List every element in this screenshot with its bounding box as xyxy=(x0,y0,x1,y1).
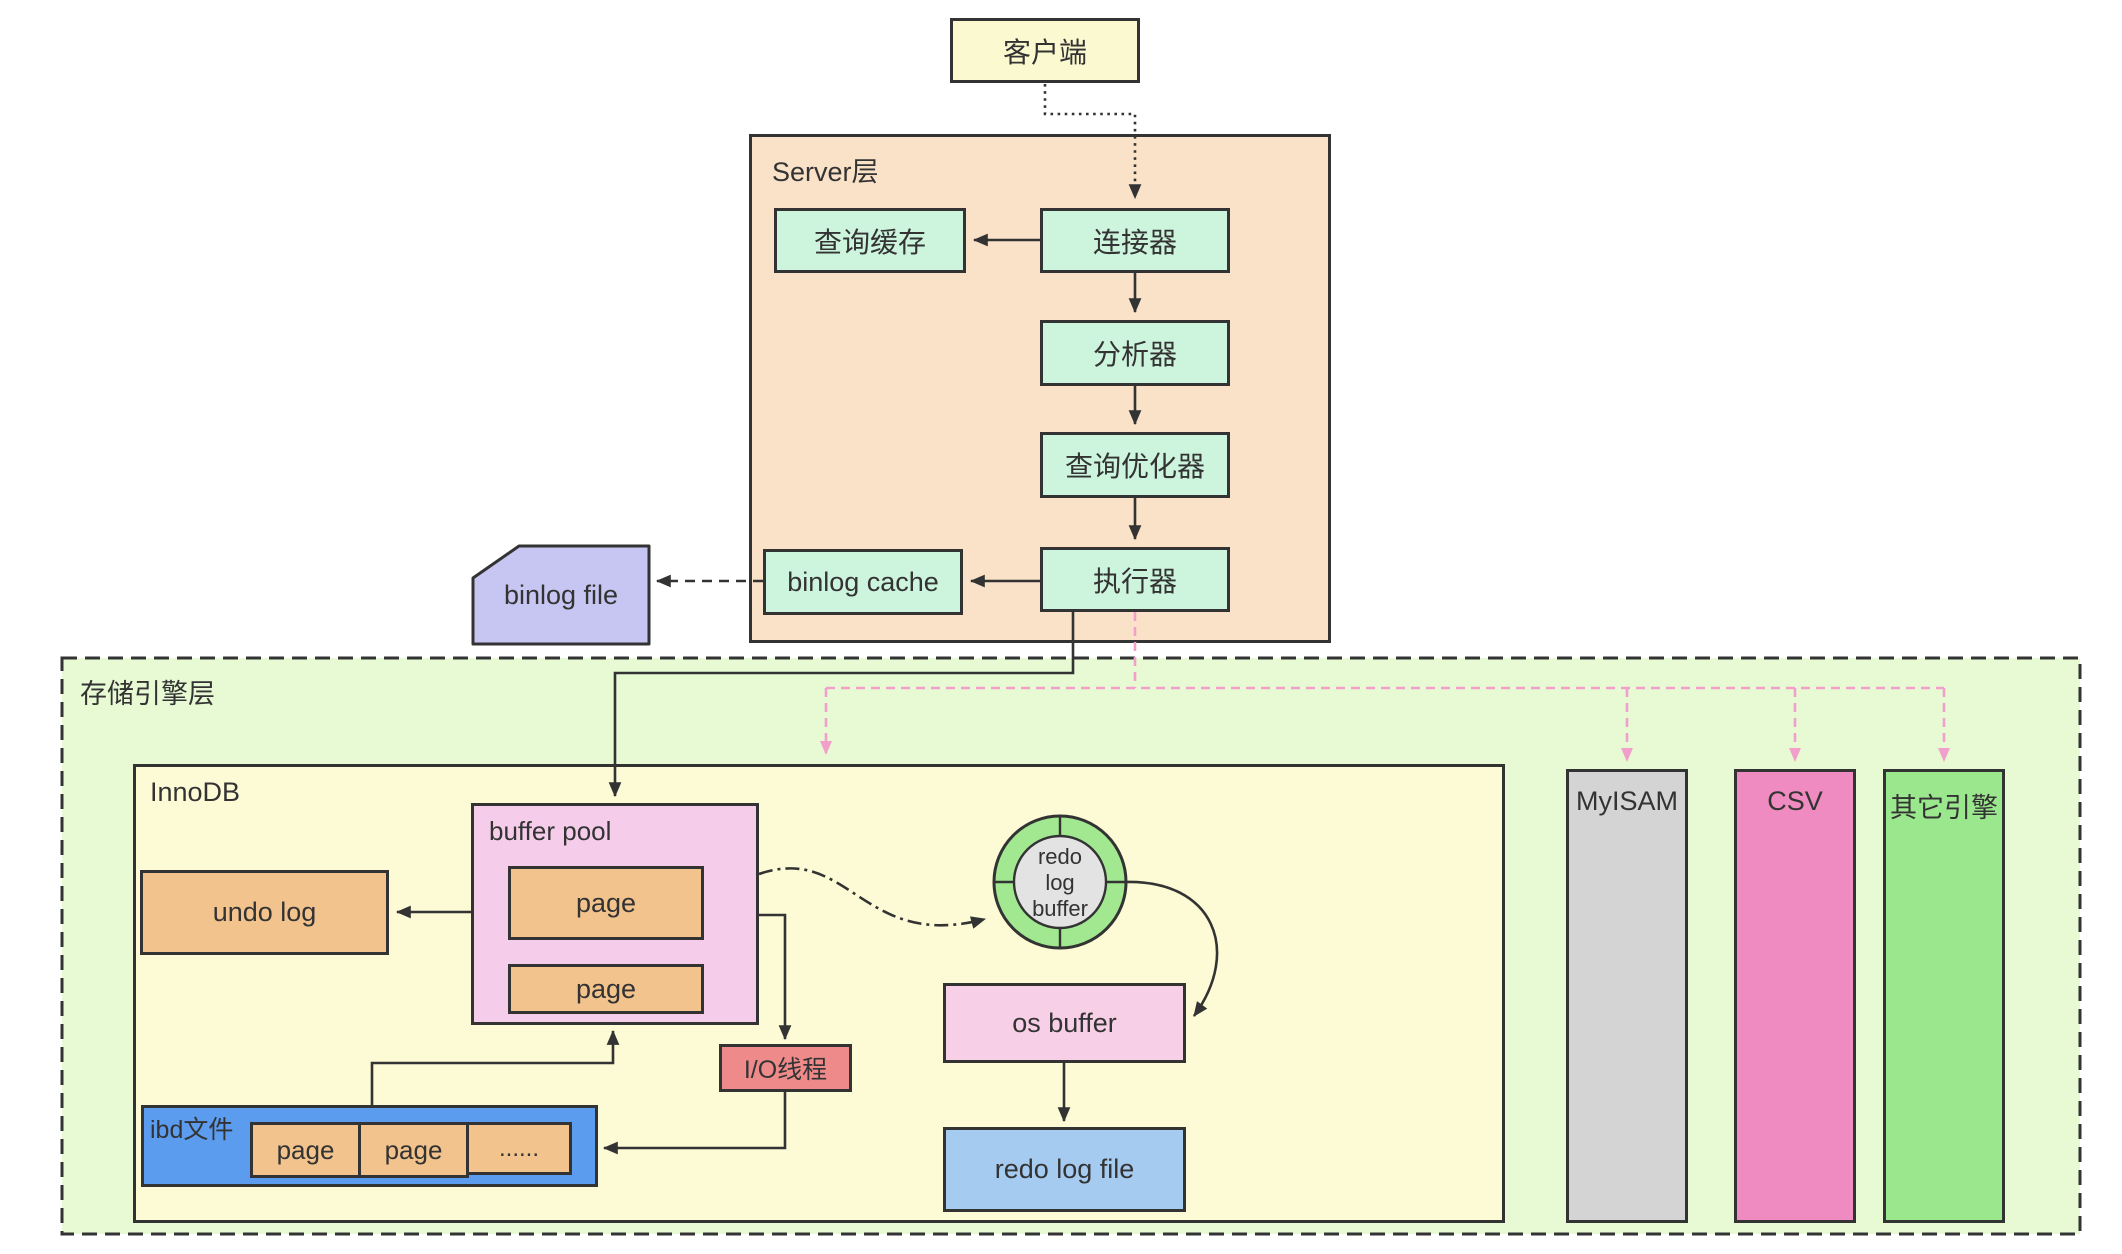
buffer-pool-page-2: page xyxy=(508,964,704,1014)
ibd-page-2: page xyxy=(358,1122,469,1178)
page-ellipsis-label: ...... xyxy=(498,1134,539,1162)
ibd-file-title: ibd文件 xyxy=(150,1116,234,1144)
redo-log-file-box: redo log file xyxy=(943,1127,1186,1212)
os-buffer-label: os buffer xyxy=(1012,1007,1117,1038)
engine-column-myisam: MyISAM xyxy=(1566,769,1688,1223)
engine-label-other: 其它引擎 xyxy=(1890,793,1998,823)
redo-log-file-label: redo log file xyxy=(994,1154,1135,1184)
binlog-file-label-wrap: binlog file xyxy=(473,560,649,630)
query-cache-box: 查询缓存 xyxy=(774,208,966,273)
executor-box: 执行器 xyxy=(1040,547,1230,612)
page-label: page xyxy=(384,1134,443,1165)
analyzer-box: 分析器 xyxy=(1040,320,1230,386)
engine-label-myisam: MyISAM xyxy=(1575,786,1678,816)
executor-label: 执行器 xyxy=(1092,565,1177,597)
binlog-cache-box: binlog cache xyxy=(763,549,963,615)
buffer-pool-title: buffer pool xyxy=(489,816,612,846)
redo-line-2: log xyxy=(1045,870,1075,895)
redo-line-3: buffer xyxy=(1032,896,1088,921)
server-layer-title: Server层 xyxy=(772,157,879,187)
client-label: 客户端 xyxy=(1002,36,1087,68)
redo-log-buffer-label: redo log buffer xyxy=(1013,843,1107,923)
optimizer-label: 查询优化器 xyxy=(1064,451,1205,482)
io-thread-label: I/O线程 xyxy=(743,1056,828,1084)
binlog-file-label: binlog file xyxy=(503,579,619,610)
undo-log-label: undo log xyxy=(212,897,317,927)
page-label: page xyxy=(276,1134,335,1165)
query-cache-label: 查询缓存 xyxy=(813,226,926,258)
os-buffer-box: os buffer xyxy=(943,983,1186,1063)
page-label: page xyxy=(575,973,637,1004)
connector-label: 连接器 xyxy=(1092,226,1177,258)
client-box: 客户端 xyxy=(950,18,1140,83)
io-thread-box: I/O线程 xyxy=(719,1044,852,1092)
ibd-page-1: page xyxy=(250,1122,361,1178)
buffer-pool-page-1: page xyxy=(508,866,704,940)
redo-line-1: redo xyxy=(1037,844,1083,869)
ibd-page-3: ...... xyxy=(466,1122,572,1175)
page-label: page xyxy=(575,887,637,918)
engine-label-csv: CSV xyxy=(1767,786,1823,816)
engine-column-other: 其它引擎 xyxy=(1883,769,2005,1223)
storage-layer-title: 存储引擎层 xyxy=(80,679,215,709)
analyzer-label: 分析器 xyxy=(1092,339,1177,370)
undo-log-box: undo log xyxy=(140,870,389,955)
innodb-title: InnoDB xyxy=(150,777,241,807)
binlog-cache-label: binlog cache xyxy=(787,566,939,597)
connector-box: 连接器 xyxy=(1040,208,1230,273)
engine-column-csv: CSV xyxy=(1734,769,1856,1223)
optimizer-box: 查询优化器 xyxy=(1040,432,1230,498)
